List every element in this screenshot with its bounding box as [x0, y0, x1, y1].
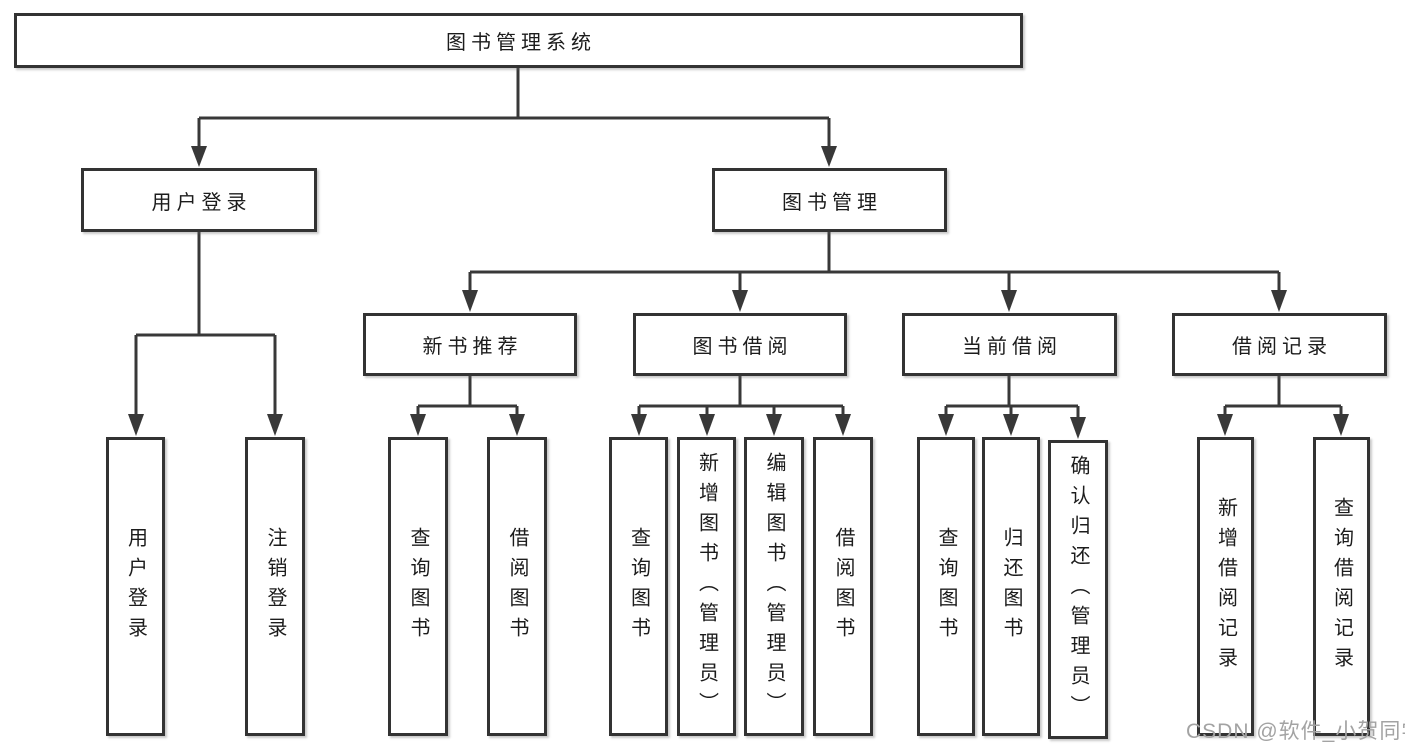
leaf-user-login: 用户登录 [106, 437, 165, 736]
arrowhead [732, 290, 748, 312]
arrowhead [1271, 290, 1287, 312]
leaf-query-borrow-record-label: 查询借阅记录 [1330, 496, 1353, 677]
leaf-return-book-label: 归还图书 [1000, 526, 1022, 647]
leaf-query-books-1-label: 查询图书 [407, 526, 429, 647]
leaf-add-book-admin-label: 新增图书（管理员） [695, 451, 718, 722]
leaf-edit-book-admin: 编辑图书（管理员） [744, 437, 804, 736]
node-root-label: 图书管理系统 [446, 32, 596, 54]
edge-borrow-records-to-leaves [1217, 376, 1349, 436]
node-book-management: 图书管理 [712, 168, 947, 232]
node-borrow-records-label: 借阅记录 [1232, 336, 1332, 358]
arrowhead [1001, 290, 1017, 312]
arrowhead [699, 414, 715, 436]
leaf-query-books-1: 查询图书 [388, 437, 448, 736]
node-current-borrow: 当前借阅 [902, 313, 1117, 376]
node-new-book-recommend-label: 新书推荐 [422, 336, 523, 358]
leaf-return-book: 归还图书 [982, 437, 1040, 736]
node-book-management-label: 图书管理 [782, 191, 882, 214]
arrowhead [191, 146, 207, 167]
leaf-borrow-books-1: 借阅图书 [487, 437, 547, 736]
arrowhead [631, 414, 647, 436]
leaf-user-login-label: 用户登录 [124, 526, 147, 647]
arrowhead [1003, 414, 1019, 436]
node-user-login: 用户登录 [81, 168, 317, 232]
leaf-logout-label: 注销登录 [264, 526, 286, 647]
node-book-borrow: 图书借阅 [633, 313, 847, 376]
node-borrow-records: 借阅记录 [1172, 313, 1387, 376]
node-current-borrow-label: 当前借阅 [962, 336, 1062, 358]
edge-current-borrow-to-leaves [938, 376, 1086, 439]
leaf-query-books-3: 查询图书 [917, 437, 975, 736]
arrowhead [938, 414, 954, 436]
leaf-query-books-3-label: 查询图书 [935, 526, 957, 647]
leaf-add-borrow-record: 新增借阅记录 [1197, 437, 1254, 736]
edge-new-book-recommend-to-leaves [410, 376, 525, 436]
arrowhead [1217, 414, 1233, 436]
node-new-book-recommend: 新书推荐 [363, 313, 577, 376]
arrowhead [267, 414, 283, 436]
watermark: CSDN @软件_小贺同学 [1186, 720, 1405, 743]
arrowhead [1333, 414, 1349, 436]
arrowhead [410, 414, 426, 436]
edge-user-login-to-leaves [128, 232, 283, 436]
arrowhead [462, 290, 478, 312]
leaf-confirm-return-admin-label: 确认归还（管理员） [1067, 454, 1089, 725]
node-user-login-label: 用户登录 [151, 191, 252, 214]
arrowhead [835, 414, 851, 436]
leaf-borrow-books-2: 借阅图书 [813, 437, 873, 736]
leaf-add-borrow-record-label: 新增借阅记录 [1214, 496, 1237, 677]
leaf-logout: 注销登录 [245, 437, 305, 736]
leaf-borrow-books-2-label: 借阅图书 [832, 526, 854, 647]
leaf-add-book-admin: 新增图书（管理员） [677, 437, 736, 736]
node-root: 图书管理系统 [14, 13, 1023, 68]
leaf-query-books-2-label: 查询图书 [627, 526, 650, 647]
arrowhead [766, 414, 782, 436]
leaf-borrow-books-1-label: 借阅图书 [506, 526, 528, 647]
leaf-query-borrow-record: 查询借阅记录 [1313, 437, 1370, 736]
edge-root-to-level2 [191, 68, 837, 167]
edge-book-management-to-level3 [462, 232, 1287, 312]
leaf-edit-book-admin-label: 编辑图书（管理员） [763, 451, 785, 722]
arrowhead [509, 414, 525, 436]
arrowhead [821, 146, 837, 167]
leaf-confirm-return-admin: 确认归还（管理员） [1048, 440, 1108, 739]
leaf-query-books-2: 查询图书 [609, 437, 668, 736]
edge-book-borrow-to-leaves [631, 376, 851, 436]
node-book-borrow-label: 图书借阅 [692, 336, 793, 358]
arrowhead [128, 414, 144, 436]
arrowhead [1070, 417, 1086, 439]
